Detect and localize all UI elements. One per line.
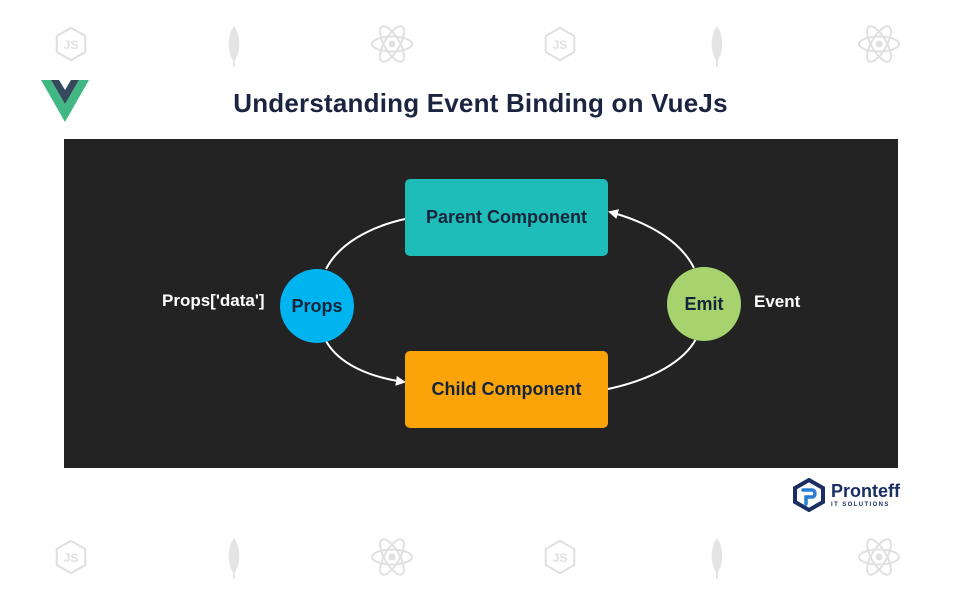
vue-logo-icon (41, 80, 89, 122)
pronteff-logo-icon (793, 478, 825, 512)
parent-component-box: Parent Component (405, 179, 608, 256)
mongodb-leaf-icon (707, 536, 727, 580)
mongodb-leaf-icon (707, 24, 727, 68)
event-label: Event (754, 292, 801, 311)
props-data-label: Props['data'] (162, 291, 265, 310)
child-component-box: Child Component (405, 351, 608, 428)
react-icon (369, 24, 415, 64)
react-icon (856, 537, 902, 577)
js-icon (52, 538, 90, 576)
flow-arrows (325, 209, 697, 390)
pronteff-brand: Pronteff IT SOLUTIONS (792, 478, 900, 512)
arc-parent-to-props (325, 218, 406, 270)
brand-name: Pronteff (831, 481, 900, 501)
brand-tagline: IT SOLUTIONS (831, 502, 890, 508)
arc-child-to-emit (607, 338, 697, 390)
mongodb-leaf-icon (224, 536, 244, 580)
diagram-panel: Parent Component Child Component Props E… (64, 139, 898, 468)
arc-emit-to-parent (608, 209, 695, 269)
props-node: Props (280, 269, 354, 343)
emit-node: Emit (667, 267, 741, 341)
js-icon (52, 25, 90, 63)
js-icon (541, 25, 579, 63)
react-icon (856, 24, 902, 64)
react-icon (369, 537, 415, 577)
js-icon (541, 538, 579, 576)
arc-props-to-child (325, 340, 406, 386)
page-title: Understanding Event Binding on VueJs (233, 88, 728, 118)
mongodb-leaf-icon (224, 24, 244, 68)
